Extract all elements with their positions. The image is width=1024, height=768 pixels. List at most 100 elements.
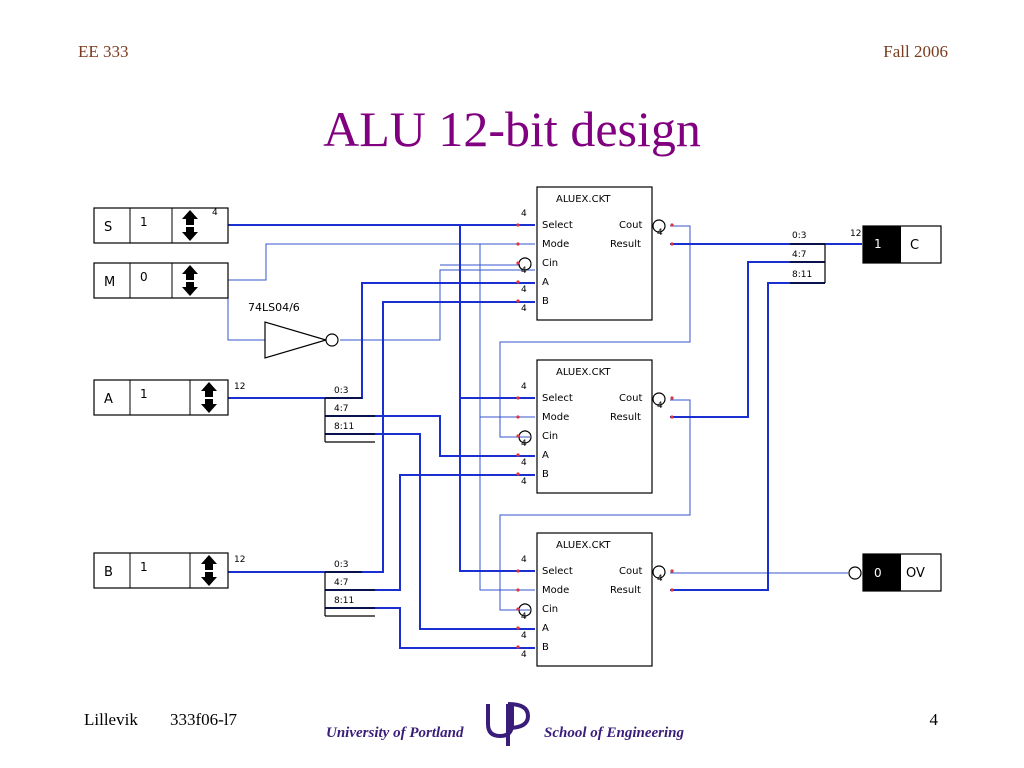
output-ov-value: 0 (874, 566, 882, 580)
output-ov-name: OV (906, 566, 925, 581)
alu-block-name: ALUEX.CKT (556, 367, 611, 378)
alu-cout-width: 4 (657, 401, 663, 411)
alu-cin-width: 4 (521, 439, 527, 449)
output-c-name: C (910, 238, 919, 253)
footer-doc-id: 333f06-l7 (170, 710, 238, 729)
split-a-0-3: 0:3 (334, 386, 348, 396)
alu-pin-b: B (542, 469, 549, 480)
a-bits-8-11 (325, 433, 535, 630)
alu-pin-result: Result (610, 585, 641, 596)
course-label: EE 333 (78, 42, 129, 61)
alu-pin-a: A (542, 450, 549, 461)
control-wires (227, 225, 848, 611)
alu-pin-a: A (542, 277, 549, 288)
input-b-name: B (104, 565, 113, 580)
input-b-width: 12 (234, 555, 245, 565)
alu-pin-a: A (542, 623, 549, 634)
inverter-label: 74LS04/6 (248, 301, 300, 314)
alu-pin-select: Select (542, 220, 573, 231)
updown-arrows-icon[interactable] (182, 265, 198, 296)
alu-b-width: 4 (521, 650, 527, 660)
input-s-width: 4 (212, 208, 218, 218)
alu-pin-cin: Cin (542, 604, 558, 615)
alu-pin-result: Result (610, 239, 641, 250)
footer-school: School of Engineering (544, 725, 685, 741)
input-m-value: 0 (140, 270, 148, 284)
splitter-a (324, 397, 375, 443)
term-label: Fall 2006 (883, 42, 948, 61)
input-m-name: M (104, 275, 115, 290)
alu-select-width: 4 (521, 555, 527, 565)
split-b-0-3: 0:3 (334, 560, 348, 570)
select-bus-trunk (459, 225, 535, 572)
alu-b-width: 4 (521, 477, 527, 487)
alu-pin-select: Select (542, 566, 573, 577)
split-c-8-11: 8:11 (792, 270, 812, 280)
alu-a-width: 4 (521, 285, 527, 295)
input-b-value: 1 (140, 560, 148, 574)
alu-pin-mode: Mode (542, 585, 569, 596)
split-b-8-11: 8:11 (334, 596, 354, 606)
alu-pin-cout: Cout (619, 220, 642, 231)
splitters (324, 243, 826, 617)
output-c-value: 1 (874, 237, 882, 251)
input-a-value: 1 (140, 387, 148, 401)
output-c-width: 12 (850, 229, 861, 239)
mode-wire (228, 243, 535, 281)
updown-arrows-icon[interactable] (182, 210, 198, 241)
input-b[interactable]: B 1 12 (93, 552, 245, 589)
input-m[interactable]: M 0 (93, 262, 229, 299)
alu-select-width: 4 (521, 209, 527, 219)
alu-a-width: 4 (521, 458, 527, 468)
output-c: 1 C 12 (850, 225, 942, 264)
split-c-0-3: 0:3 (792, 231, 806, 241)
input-s[interactable]: S 1 4 (93, 207, 229, 244)
alu-cout-width: 4 (657, 228, 663, 238)
alu-pin-mode: Mode (542, 412, 569, 423)
inverter-gate: 74LS04/6 (248, 301, 339, 359)
input-a-name: A (104, 392, 113, 407)
alu-pin-b: B (542, 642, 549, 653)
alu-block-name: ALUEX.CKT (556, 194, 611, 205)
alu-pin-cout: Cout (619, 566, 642, 577)
inverter-to-cin-wire (340, 269, 535, 341)
alu-pin-select: Select (542, 393, 573, 404)
split-a-4-7: 4:7 (334, 404, 348, 414)
footer-author: Lillevik (84, 710, 138, 729)
alu-pin-b: B (542, 296, 549, 307)
a-bits-4-7 (325, 415, 535, 457)
cout1-to-cin2-wire (499, 225, 691, 438)
footer-page-number: 4 (929, 710, 939, 729)
alu-block-name: ALUEX.CKT (556, 540, 611, 551)
up-logo-icon (486, 702, 531, 746)
updown-arrows-icon[interactable] (201, 382, 217, 413)
alu-pin-cin: Cin (542, 258, 558, 269)
alu-pin-mode: Mode (542, 239, 569, 250)
result2-bus (670, 261, 825, 418)
alu-cout-width: 4 (657, 574, 663, 584)
alu-a-width: 4 (521, 631, 527, 641)
split-a-8-11: 8:11 (334, 422, 354, 432)
input-s-value: 1 (140, 215, 148, 229)
alu-pin-cin: Cin (542, 431, 558, 442)
split-b-4-7: 4:7 (334, 578, 348, 588)
input-a-width: 12 (234, 382, 245, 392)
cout2-to-cin3-wire (499, 399, 691, 611)
alu-select-width: 4 (521, 382, 527, 392)
slide-title: ALU 12-bit design (323, 101, 701, 157)
splitter-c (790, 243, 826, 284)
splitter-b (324, 571, 375, 617)
inverter-input-wire (227, 280, 265, 341)
footer-university: University of Portland (326, 725, 464, 741)
alu-pin-result: Result (610, 412, 641, 423)
output-ov: 0 OV (848, 553, 942, 592)
split-c-4-7: 4:7 (792, 250, 806, 260)
updown-arrows-icon[interactable] (201, 555, 217, 586)
input-a[interactable]: A 1 12 (93, 379, 245, 416)
alu-cin-width: 4 (521, 266, 527, 276)
alu-pin-cout: Cout (619, 393, 642, 404)
alu-cin-width: 4 (521, 612, 527, 622)
